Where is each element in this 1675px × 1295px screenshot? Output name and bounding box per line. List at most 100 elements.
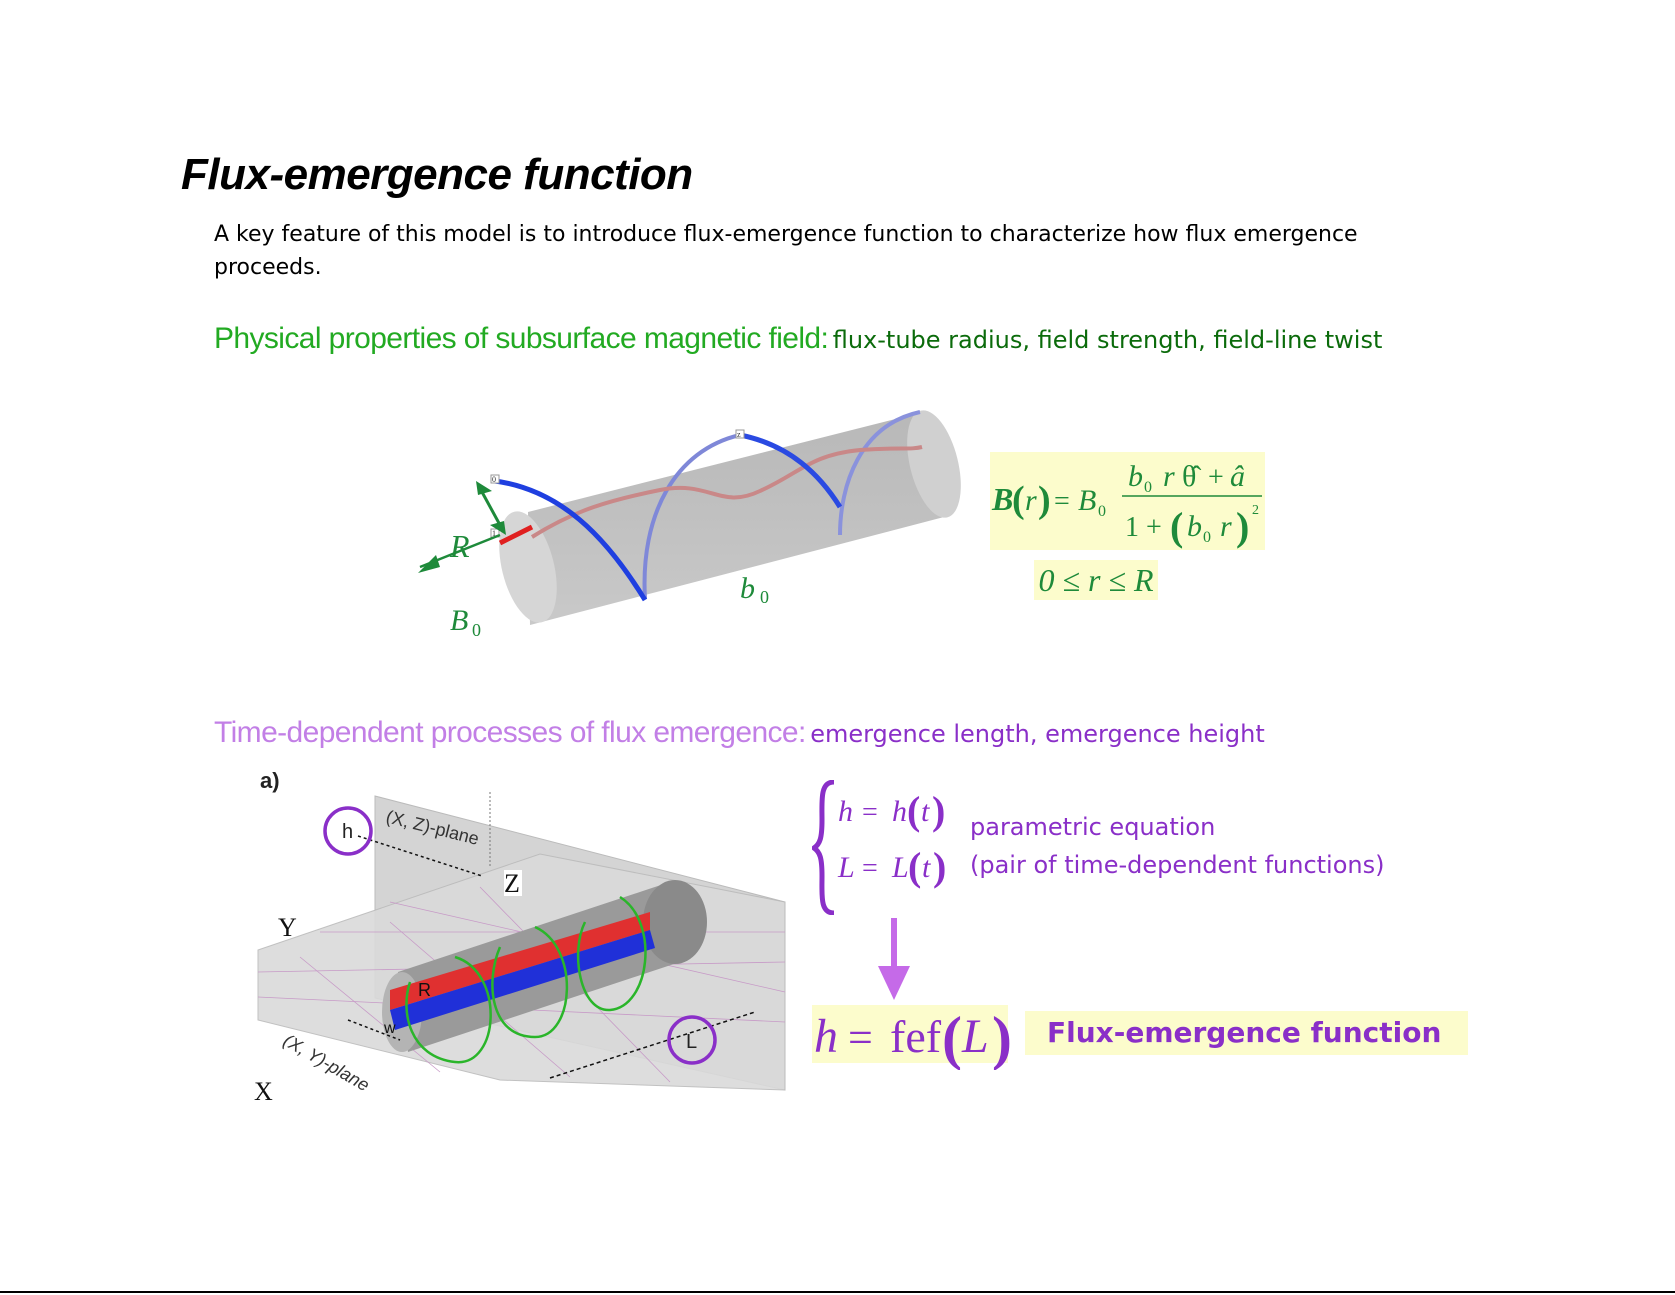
res-L: L [961, 1010, 989, 1063]
h-label: h [342, 821, 353, 843]
paren: ( [907, 788, 920, 833]
label-b0: b [740, 572, 755, 605]
panel-label: a) [260, 772, 280, 793]
sys-L-func: L [891, 851, 909, 884]
parametric-note-line2: (pair of time-dependent functions) [970, 851, 1385, 879]
down-arrow-icon [878, 918, 910, 1000]
z-label-box [504, 870, 522, 896]
L-circle [667, 1015, 717, 1065]
paren: ( [908, 844, 921, 889]
X-axis-label: X [254, 1077, 273, 1106]
helix-front-segment [739, 432, 843, 509]
green-helix [405, 895, 647, 1064]
flux-tube-figure: R B 0 b 0 0 1 z [418, 410, 961, 640]
sys-eq: = [862, 853, 878, 884]
arrowhead [490, 521, 506, 535]
result-equation: h = fef ( L ) [814, 1005, 1012, 1070]
section-heading-physical-properties: Physical properties of subsurface magnet… [214, 322, 1382, 356]
field-equation: B ( r ) = B 0 b 0 r θ̂ + â 1 + ( b 0 r )… [991, 460, 1262, 549]
R-label: R [418, 980, 431, 1000]
red-sheet [390, 912, 650, 1010]
num-b: b [1128, 460, 1143, 493]
section-heading-time-dependent: Time-dependent processes of flux emergen… [214, 716, 1265, 750]
helix-front-segment [494, 478, 648, 602]
eq-B: B [991, 481, 1013, 517]
sys-t: t [922, 851, 931, 884]
den-one-plus: 1 + [1125, 512, 1162, 543]
res-fef: fef [890, 1011, 942, 1062]
section-detail: emergence length, emergence height [810, 720, 1265, 748]
helix-back-segment [838, 410, 921, 536]
sys-L: L [837, 851, 855, 884]
label-R: R [449, 528, 470, 564]
res-eq: = [848, 1013, 873, 1062]
intro-text: A key feature of this model is to introd… [214, 222, 1358, 280]
sys-h: h [838, 795, 853, 828]
bottom-divider [0, 1291, 1675, 1293]
brace [812, 780, 835, 915]
tick-label: z [737, 430, 741, 439]
h-circle [323, 806, 373, 856]
num-theta: θ̂ [1182, 460, 1201, 493]
L-label: L [686, 1031, 697, 1053]
tube-near-end [499, 511, 557, 623]
radius-range: 0 ≤ r ≤ R [1034, 560, 1158, 600]
den-b-sub: 0 [1203, 529, 1211, 546]
paren: ) [1038, 479, 1051, 521]
helix-back-segment [642, 433, 741, 600]
num-a: â [1230, 460, 1245, 493]
label-B0: B [450, 604, 468, 637]
paren: ( [1012, 479, 1025, 521]
label-b0-subscript: 0 [760, 587, 769, 607]
eq-B0-sub: 0 [1098, 503, 1106, 520]
parametric-system: h = h ( t ) L = L ( t ) [812, 780, 946, 915]
page-title: Flux-emergence function [181, 150, 693, 199]
sys-h-func: h [892, 795, 907, 828]
eq-equals: = [1054, 486, 1070, 517]
axial-field-line [530, 445, 923, 539]
parametric-note-line1: parametric equation [970, 813, 1216, 841]
parametric-note: parametric equation (pair of time-depend… [970, 808, 1384, 884]
den-b: b [1187, 510, 1202, 543]
radius-arrow [480, 491, 502, 526]
eq-r: r [1025, 484, 1037, 517]
arrowhead [418, 555, 440, 573]
num-plus: + [1208, 462, 1224, 493]
paren: ) [992, 1005, 1012, 1070]
arrowhead [476, 481, 492, 495]
num-b-sub: 0 [1144, 479, 1152, 496]
den-r: r [1220, 510, 1232, 543]
red-field-segment [498, 524, 534, 546]
tube-far-end [907, 410, 961, 518]
result-label: Flux-emergence function [1025, 1011, 1468, 1055]
result-highlight [812, 1005, 1008, 1063]
paren: ) [933, 844, 946, 889]
cylinder-end [643, 880, 707, 964]
paren: ) [1236, 504, 1249, 549]
eq-B0: B [1078, 484, 1096, 517]
tick-marker [735, 429, 745, 439]
emergence-geometry-figure: a) (X, Z)-plane (X, Y)-plane h L Y X Z R… [254, 772, 786, 1106]
tick-label: 0 [492, 475, 496, 484]
paren: ( [942, 1005, 962, 1070]
paren: ( [1170, 504, 1183, 549]
res-h: h [814, 1010, 838, 1063]
sys-eq: = [862, 797, 878, 828]
w-label: w [383, 1020, 396, 1037]
tube-body [528, 412, 944, 625]
field-equation-highlight [990, 452, 1265, 550]
den-exponent: 2 [1252, 503, 1259, 518]
label-B0-subscript: 0 [472, 620, 481, 640]
tick-label: 1 [492, 529, 496, 538]
L-dashed-line [549, 1011, 756, 1079]
section-lead: Time-dependent processes of flux emergen… [214, 716, 806, 749]
Z-axis-label: Z [504, 869, 520, 898]
Y-axis-label: Y [278, 913, 297, 942]
paren: ) [932, 788, 945, 833]
section-lead: Physical properties of subsurface magnet… [214, 322, 829, 355]
h-dashed-line [357, 835, 483, 877]
blue-sheet [390, 930, 655, 1030]
num-r: r [1163, 460, 1175, 493]
sys-t: t [921, 795, 930, 828]
tick-marker [490, 474, 500, 484]
